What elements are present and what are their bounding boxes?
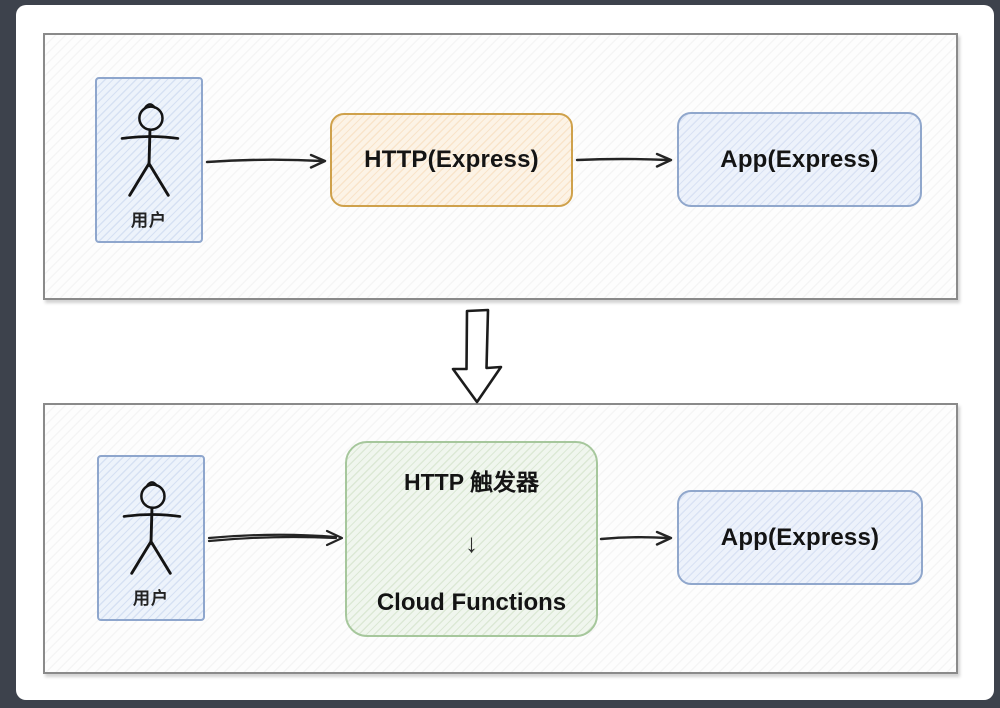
cloud-functions-box: HTTP 触发器 ↓ Cloud Functions (345, 441, 598, 637)
down-arrow-icon: ↓ (465, 528, 478, 558)
top-http-express-box: HTTP(Express) (330, 113, 573, 207)
user-stick-figure-icon (120, 103, 180, 197)
user-stick-figure-icon (122, 481, 182, 575)
top-user-label: 用户 (131, 211, 167, 230)
top-app-express-box: App(Express) (677, 112, 922, 207)
bottom-app-express-label: App(Express) (720, 523, 880, 551)
bottom-app-express-box: App(Express) (677, 490, 923, 585)
http-trigger-label: HTTP 触发器 (403, 469, 540, 495)
bottom-user-box: 用户 (97, 455, 205, 621)
top-app-express-label: App(Express) (720, 145, 879, 173)
bottom-user-label: 用户 (133, 589, 169, 608)
cloud-functions-label: Cloud Functions (376, 589, 567, 616)
top-user-box: 用户 (95, 77, 203, 243)
top-http-express-label: HTTP(Express) (364, 146, 539, 173)
